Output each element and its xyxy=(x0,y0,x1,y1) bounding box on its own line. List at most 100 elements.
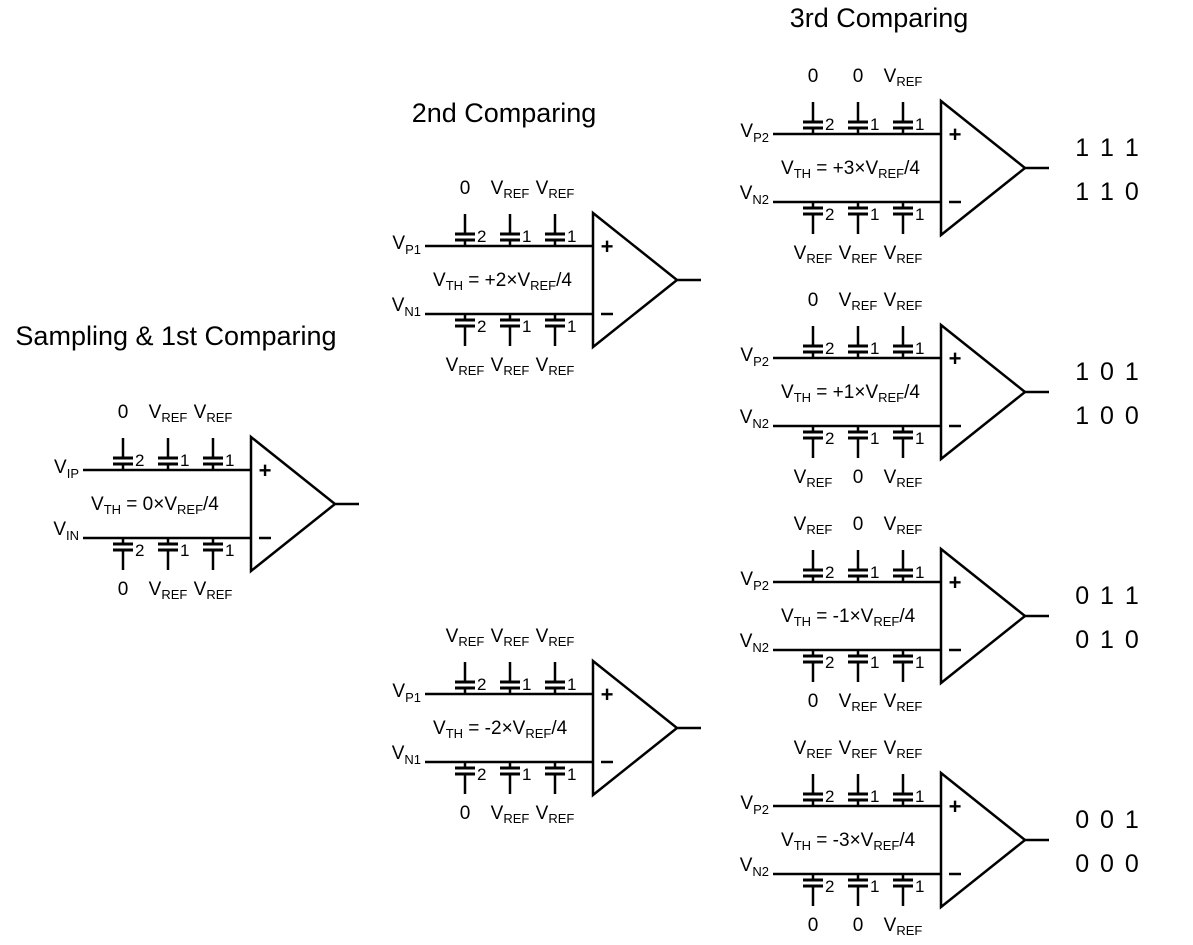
input-label-negative: VN1 xyxy=(392,743,421,767)
threshold-label: VTH = +3×VREF/4 xyxy=(781,158,920,181)
top-reference-label: VREF xyxy=(536,626,575,649)
capacitor-weight: 2 xyxy=(477,675,486,694)
bottom-reference-label: VREF xyxy=(839,243,878,266)
bottom-reference-label: VREF xyxy=(446,355,485,378)
comparator-symbol xyxy=(591,210,680,350)
capacitor-weight: 2 xyxy=(825,787,834,806)
capacitor-weight: 1 xyxy=(915,115,924,134)
top-reference-label: VREF xyxy=(839,290,878,313)
capacitor-weight: 1 xyxy=(915,429,924,448)
bottom-reference-label: 0 xyxy=(808,915,819,936)
output-code: 1 1 1 xyxy=(1075,134,1141,162)
threshold-label: VTH = +1×VREF/4 xyxy=(781,382,920,405)
capacitor-weight: 2 xyxy=(825,563,834,582)
bottom-reference-label: VREF xyxy=(884,691,923,714)
capacitor-weight: 2 xyxy=(825,205,834,224)
top-reference-label: VREF xyxy=(794,738,833,761)
capacitor-weight: 1 xyxy=(567,675,576,694)
capacitor-weight: 1 xyxy=(915,563,924,582)
top-reference-label: VREF xyxy=(839,738,878,761)
plus-sign: + xyxy=(601,234,614,259)
top-reference-label: VREF xyxy=(884,66,923,89)
output-code: 1 0 0 xyxy=(1075,402,1141,430)
input-label-positive: VP1 xyxy=(392,681,421,705)
capacitor-weight: 1 xyxy=(915,877,924,896)
plus-sign: + xyxy=(949,346,962,371)
capacitor-weight: 2 xyxy=(135,451,144,470)
top-reference-label: VREF xyxy=(884,738,923,761)
input-label-positive: VP2 xyxy=(740,793,769,817)
capacitor-weight: 2 xyxy=(825,429,834,448)
capacitor-weight: 2 xyxy=(135,541,144,560)
top-reference-label: VREF xyxy=(884,290,923,313)
bottom-reference-label: VREF xyxy=(839,691,878,714)
bottom-reference-label: 0 xyxy=(460,803,471,824)
input-label-positive: VP1 xyxy=(392,233,421,257)
threshold-label: VTH = -3×VREF/4 xyxy=(781,830,916,853)
capacitor-weight: 2 xyxy=(477,317,486,336)
bottom-reference-label: VREF xyxy=(194,579,233,602)
plus-sign: + xyxy=(259,458,272,483)
top-reference-label: VREF xyxy=(794,514,833,537)
capacitor-weight: 1 xyxy=(870,339,879,358)
capacitor-weight: 1 xyxy=(870,205,879,224)
plus-sign: + xyxy=(949,122,962,147)
threshold-label: VTH = 0×VREF/4 xyxy=(91,494,219,517)
comparator-symbol xyxy=(939,98,1028,238)
bottom-reference-label: VREF xyxy=(536,355,575,378)
comparator-symbol xyxy=(939,546,1028,686)
threshold-label: VTH = -2×VREF/4 xyxy=(433,718,568,741)
input-label-positive: VP2 xyxy=(740,569,769,593)
input-label-negative: VIN xyxy=(53,519,79,543)
capacitor-weight: 1 xyxy=(870,563,879,582)
capacitor-weight: 1 xyxy=(225,451,234,470)
capacitor-weight: 1 xyxy=(522,227,531,246)
output-code: 1 0 1 xyxy=(1075,358,1141,386)
input-label-negative: VN2 xyxy=(740,407,769,431)
top-reference-label: 0 xyxy=(853,514,864,535)
input-label-positive: VIP xyxy=(54,457,79,481)
capacitor-weight: 2 xyxy=(825,339,834,358)
input-label-positive: VP2 xyxy=(740,345,769,369)
top-reference-label: VREF xyxy=(446,626,485,649)
comparator-symbol xyxy=(249,434,338,574)
top-reference-label: 0 xyxy=(460,178,471,199)
bottom-reference-label: 0 xyxy=(118,579,129,600)
top-reference-label: 0 xyxy=(853,66,864,87)
capacitor-weight: 1 xyxy=(870,787,879,806)
output-code: 0 0 0 xyxy=(1075,850,1141,878)
bottom-reference-label: VREF xyxy=(794,243,833,266)
capacitor-weight: 1 xyxy=(567,317,576,336)
output-code: 0 1 0 xyxy=(1075,626,1141,654)
bottom-reference-label: 0 xyxy=(808,691,819,712)
capacitor-weight: 1 xyxy=(870,653,879,672)
capacitor-weight: 1 xyxy=(180,451,189,470)
bottom-reference-label: VREF xyxy=(884,915,923,938)
bottom-reference-label: VREF xyxy=(149,579,188,602)
bottom-reference-label: VREF xyxy=(884,243,923,266)
top-reference-label: 0 xyxy=(118,402,129,423)
threshold-label: VTH = -1×VREF/4 xyxy=(781,606,916,629)
plus-sign: + xyxy=(949,570,962,595)
input-label-positive: VP2 xyxy=(740,121,769,145)
capacitor-weight: 2 xyxy=(825,877,834,896)
comparator-symbol xyxy=(939,770,1028,910)
capacitor-weight: 1 xyxy=(522,765,531,784)
output-code: 0 0 1 xyxy=(1075,806,1141,834)
capacitor-weight: 2 xyxy=(825,115,834,134)
bottom-reference-label: VREF xyxy=(536,803,575,826)
capacitor-weight: 2 xyxy=(477,765,486,784)
capacitor-weight: 1 xyxy=(915,653,924,672)
top-reference-label: VREF xyxy=(491,178,530,201)
capacitor-weight: 1 xyxy=(522,675,531,694)
bottom-reference-label: 0 xyxy=(853,467,864,488)
